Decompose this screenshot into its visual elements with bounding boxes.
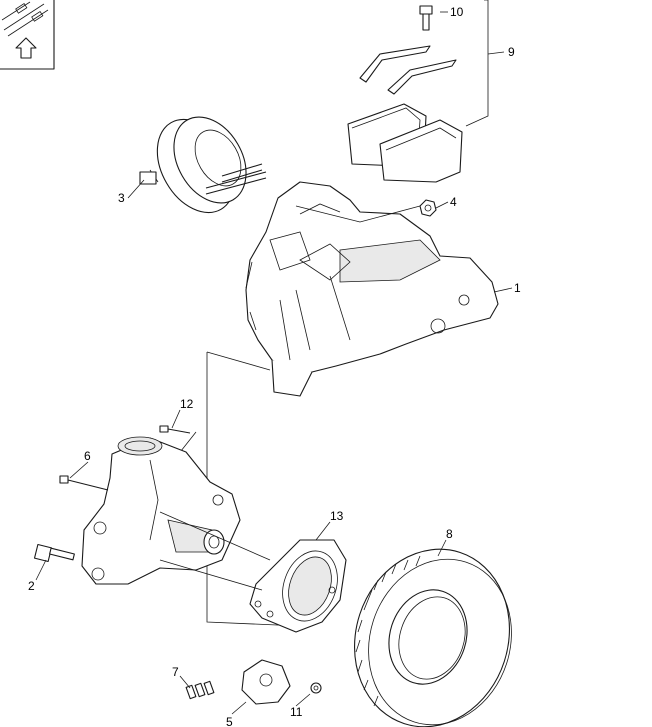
screw-6 bbox=[59, 475, 109, 491]
callout-8: 8 bbox=[446, 527, 453, 541]
steering-knuckle bbox=[81, 436, 271, 591]
bolt-2 bbox=[33, 543, 75, 563]
bolt-10 bbox=[419, 5, 433, 31]
nut-4 bbox=[419, 199, 437, 217]
brake-caliper bbox=[245, 181, 499, 397]
callout-2: 2 bbox=[28, 579, 35, 593]
callout-10: 10 bbox=[450, 5, 464, 19]
callout-labels: 10 9 4 1 3 12 6 2 13 8 7 5 11 bbox=[28, 5, 521, 727]
nut-11 bbox=[310, 682, 322, 694]
clips-7 bbox=[185, 680, 215, 700]
callout-4: 4 bbox=[450, 195, 457, 209]
callout-1: 1 bbox=[514, 281, 521, 295]
callout-7: 7 bbox=[172, 665, 179, 679]
brake-disc bbox=[354, 548, 512, 727]
callout-5: 5 bbox=[226, 715, 233, 727]
leader-lines bbox=[35, 0, 513, 715]
navigation-box[interactable] bbox=[0, 0, 55, 70]
callout-9: 9 bbox=[508, 45, 515, 59]
callout-12: 12 bbox=[180, 397, 194, 411]
brake-pads bbox=[347, 45, 463, 183]
callout-6: 6 bbox=[84, 449, 91, 463]
screw-12 bbox=[159, 425, 191, 434]
sensor-bracket bbox=[241, 659, 291, 705]
callout-11: 11 bbox=[290, 705, 303, 719]
callout-3: 3 bbox=[118, 191, 125, 205]
callout-13: 13 bbox=[330, 509, 344, 523]
dust-shield bbox=[249, 539, 347, 633]
brake-chamber bbox=[139, 116, 267, 214]
up-arrow-icon[interactable] bbox=[15, 37, 37, 59]
